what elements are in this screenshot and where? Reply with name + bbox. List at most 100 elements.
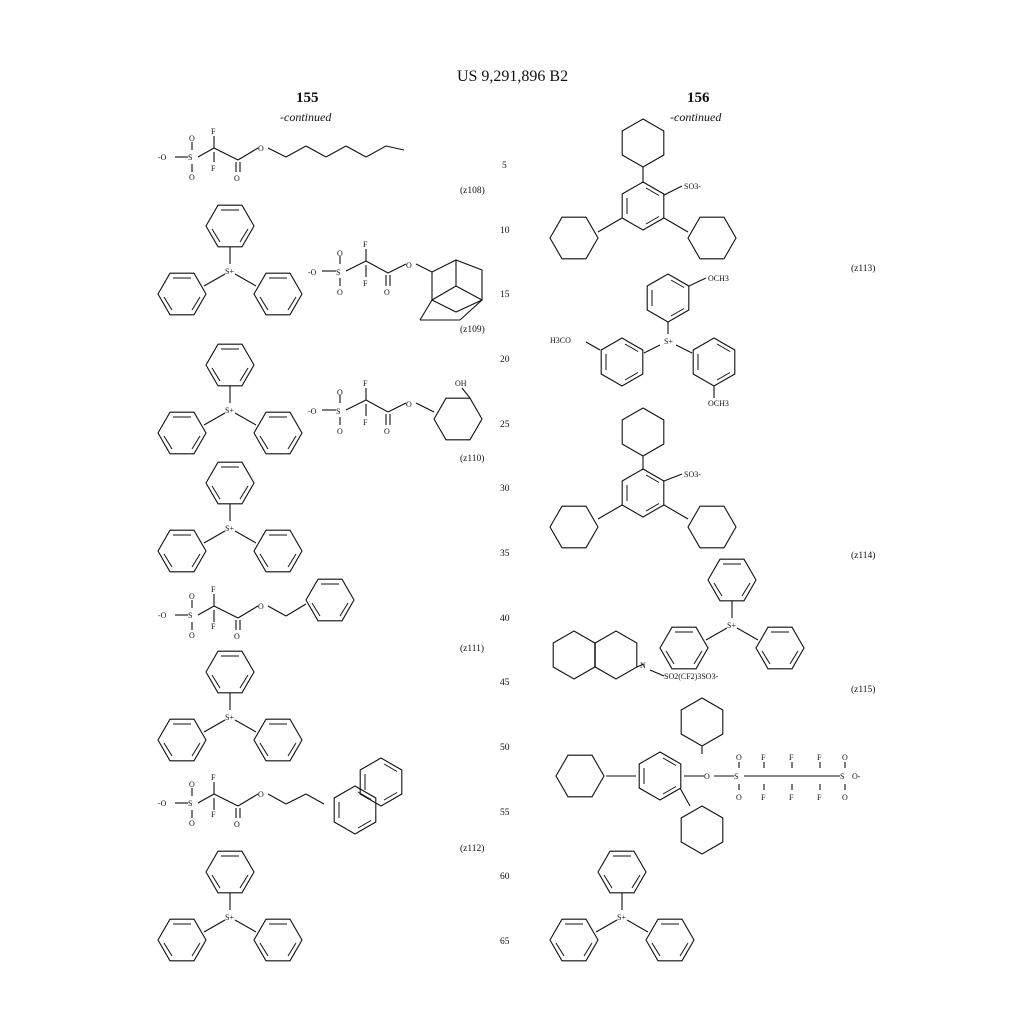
compound-label-z109: (z109): [460, 325, 485, 335]
compound-label-z113: (z113): [851, 264, 876, 274]
atom-label: S: [336, 407, 340, 416]
line-number: 5: [502, 161, 507, 171]
atom-label: O: [234, 820, 240, 829]
atom-label: S: [336, 268, 340, 277]
z110-anion: [322, 387, 483, 441]
line-number: 10: [500, 226, 510, 236]
compound-label-z112: (z112): [460, 844, 485, 854]
continued-label-right: -continued: [670, 110, 722, 124]
atom-label: O: [258, 144, 264, 153]
atom-label: O-: [852, 772, 861, 781]
compound-label-z115: (z115): [851, 685, 876, 695]
atom-label: O: [234, 632, 240, 641]
atom-label: -O: [158, 153, 167, 162]
atom-label: F: [363, 379, 368, 388]
atom-label: H3CO: [550, 336, 571, 345]
atom-label: F: [817, 753, 822, 762]
atom-label: F: [363, 418, 368, 427]
atom-label: F: [211, 773, 216, 782]
atom-label: O: [189, 134, 195, 143]
z109-anion: [322, 249, 483, 321]
atom-label: O: [337, 249, 343, 258]
line-number: 40: [500, 614, 510, 624]
atom-label: N: [640, 661, 646, 670]
atom-label: OCH3: [708, 274, 729, 283]
compound-label-z111: (z111): [460, 644, 485, 654]
z108-anion: [175, 136, 405, 172]
atom-label: O: [384, 427, 390, 436]
atom-label: -O: [308, 268, 317, 277]
tricyclohexylbenzenesulfonate-2: [549, 407, 737, 549]
atom-label: O: [406, 400, 412, 409]
atom-label: S+: [225, 713, 234, 722]
atom-label: O: [704, 772, 710, 781]
atom-label: F: [211, 810, 216, 819]
atom-label: F: [789, 753, 794, 762]
atom-label: O: [406, 261, 412, 270]
atom-label: O: [736, 753, 742, 762]
z115-anion: [555, 697, 846, 855]
patent-number: US 9,291,896 B2: [456, 68, 569, 85]
atom-label: F: [789, 793, 794, 802]
atom-label: F: [363, 240, 368, 249]
atom-label: O: [189, 631, 195, 640]
atom-label: O: [337, 388, 343, 397]
atom-label: F: [817, 793, 822, 802]
atom-label: S: [734, 772, 738, 781]
atom-label: S+: [727, 621, 736, 630]
atom-label: O: [842, 793, 848, 802]
tricyclohexylbenzenesulfonate-1: [549, 118, 737, 260]
decahydroisoquinoline-sulfonyl: [552, 630, 665, 680]
atom-label: -O: [158, 611, 167, 620]
atom-label: -O: [158, 799, 167, 808]
atom-label: F: [211, 622, 216, 631]
atom-label: SO3-: [684, 470, 701, 479]
atom-label: S+: [617, 913, 626, 922]
line-number: 30: [500, 484, 510, 494]
atom-label: O: [384, 288, 390, 297]
atom-label: F: [211, 585, 216, 594]
atom-label: SO3-: [684, 182, 701, 191]
tris-methoxyphenyl-sulfonium: [585, 274, 735, 398]
line-number: 35: [500, 549, 510, 559]
atom-label: O: [234, 174, 240, 183]
compound-label-z108: (z108): [460, 186, 485, 196]
column-number-right: 156: [687, 90, 710, 106]
atom-label: O: [189, 819, 195, 828]
atom-label: S+: [225, 524, 234, 533]
atom-label: SO2(CF2)3SO3-: [664, 672, 719, 681]
continued-label-left: -continued: [280, 110, 332, 124]
line-number: 50: [500, 743, 510, 753]
atom-label: O: [842, 753, 848, 762]
atom-label: O: [189, 173, 195, 182]
atom-label: F: [761, 753, 766, 762]
atom-label: F: [211, 164, 216, 173]
atom-label: O: [258, 602, 264, 611]
atom-label: S+: [664, 337, 673, 346]
atom-label: O: [337, 427, 343, 436]
atom-label: S: [188, 153, 192, 162]
atom-label: S+: [225, 913, 234, 922]
atom-label: O: [337, 288, 343, 297]
atom-label: S: [188, 611, 192, 620]
atom-label: S: [840, 772, 844, 781]
atom-label: O: [736, 793, 742, 802]
line-number: 15: [500, 290, 510, 300]
compound-label-z114: (z114): [851, 551, 876, 561]
z112-anion: [175, 758, 402, 834]
line-number: 65: [500, 937, 510, 947]
atom-label: F: [761, 793, 766, 802]
atom-label: -O: [308, 407, 317, 416]
atom-label: S+: [225, 406, 234, 415]
atom-label: O: [258, 790, 264, 799]
column-number-left: 155: [296, 90, 319, 106]
atom-label: S+: [225, 267, 234, 276]
atom-label: OCH3: [708, 399, 729, 408]
line-number: 60: [500, 872, 510, 882]
atom-label: F: [211, 127, 216, 136]
line-number: 20: [500, 355, 510, 365]
atom-label: O: [189, 592, 195, 601]
atom-label: O: [189, 780, 195, 789]
line-number: 45: [500, 678, 510, 688]
